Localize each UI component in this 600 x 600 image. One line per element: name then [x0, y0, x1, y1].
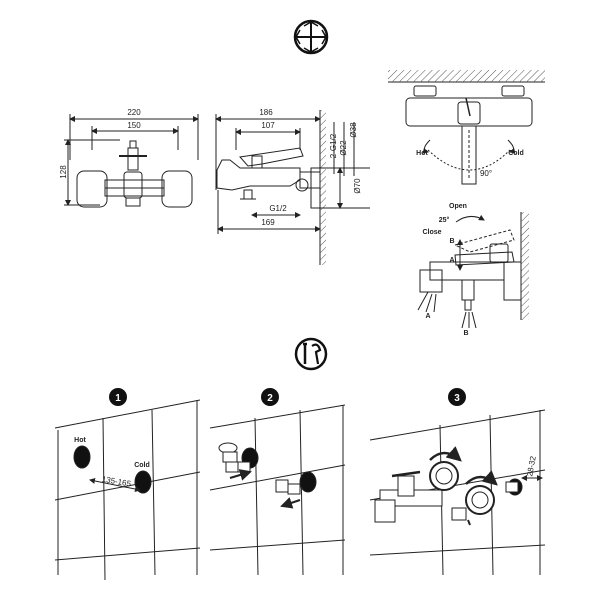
step-3-badge: 3 [448, 388, 466, 406]
side-dia-mid-label: Ø38 [349, 122, 358, 138]
flow-open-label: Open [449, 203, 467, 210]
step-3-panel [369, 409, 546, 576]
step-1-badge: 1 [109, 388, 127, 406]
side-dia-small-label: Ø22 [339, 140, 348, 156]
front-width-centers-label: 150 [127, 121, 141, 130]
tools-symbol-icon [294, 337, 328, 371]
flow-b-lower-label: B [463, 330, 468, 337]
side-depth-total-label: 186 [259, 108, 273, 117]
temperature-detail-drawing [388, 70, 545, 185]
step-1-cold-label: Cold [134, 462, 150, 469]
side-spout-thread-label: G1/2 [269, 204, 287, 213]
temp-angle-label: 90° [480, 169, 492, 178]
side-wall-thread-label: 2-G1/2 [329, 133, 338, 158]
step-1-panel [54, 399, 201, 581]
step-3-depth-label: 28-32 [525, 455, 538, 477]
front-view-drawing [64, 114, 199, 208]
side-view-drawing [215, 110, 370, 265]
side-depth-body-label: 169 [261, 218, 275, 227]
step-2-badge: 2 [261, 388, 279, 406]
step-1-spacing-label: 135-165 [101, 475, 132, 489]
front-height-label: 128 [59, 165, 68, 179]
side-depth-handle-label: 107 [261, 121, 275, 130]
flow-angle-label: 25° [439, 216, 450, 224]
step-1-hot-label: Hot [74, 437, 86, 444]
svg-text:3: 3 [454, 393, 460, 404]
flow-a-lower-label: A [425, 313, 430, 320]
temp-hot-label: Hot [416, 150, 428, 157]
flow-b-upper-label: B [449, 238, 454, 245]
side-dia-large-label: Ø70 [353, 178, 362, 194]
step-2-panel [209, 404, 346, 576]
front-width-total-label: 220 [127, 108, 141, 117]
temp-cold-label: Cold [508, 150, 524, 157]
flow-detail-drawing [417, 212, 529, 329]
flow-close-label: Close [422, 229, 441, 236]
dimensions-symbol-icon [293, 19, 329, 55]
svg-text:2: 2 [267, 393, 273, 404]
flow-a-upper-label: A [449, 257, 454, 264]
svg-text:1: 1 [115, 393, 121, 404]
